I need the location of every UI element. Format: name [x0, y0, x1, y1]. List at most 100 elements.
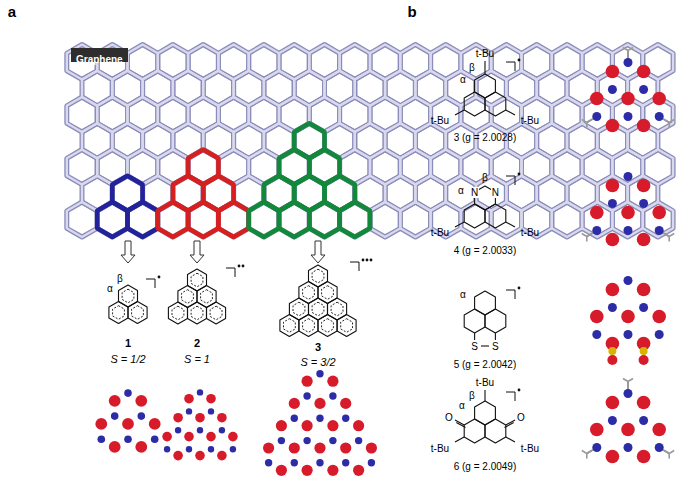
chem-bond [474, 333, 475, 340]
chem-bond [505, 423, 514, 428]
substituent-stick [582, 234, 587, 237]
sulfur-atom [608, 347, 616, 355]
orbital-lobe [175, 427, 181, 433]
orbital-lobe [624, 330, 633, 339]
orbital-lobe [329, 392, 336, 399]
orbital-lobe [184, 394, 194, 404]
orbital-lobe [639, 416, 648, 425]
chem-label: α [107, 283, 113, 294]
radical-bracket [506, 62, 515, 71]
chem-label: α [460, 74, 466, 85]
lattice-bond [309, 202, 339, 237]
orbital-lobe [302, 376, 313, 387]
chem-label: S = 1/2 [110, 353, 145, 365]
lattice-bond [431, 202, 461, 237]
orbital-lobe [151, 436, 159, 444]
substituent-stick [587, 451, 592, 454]
substituent-stick [664, 451, 669, 454]
orbital-lobe [206, 394, 216, 404]
orbital-lobe [590, 423, 604, 437]
chem-label: O [444, 412, 454, 423]
highlighted-fragment [218, 202, 248, 237]
orbital-lobe [276, 420, 287, 431]
delocalized-bond [312, 302, 324, 316]
orbital-lobe [607, 355, 617, 365]
orbital-lobe [228, 432, 238, 442]
lattice-bond-outline [128, 202, 158, 237]
orbital-lobe [608, 199, 617, 208]
chem-bond [481, 345, 489, 346]
lattice-bond-outline [309, 202, 339, 237]
chem-label: t-Bu [521, 227, 539, 238]
molecule-skeleton [464, 401, 506, 443]
delocalized-bond [113, 306, 125, 320]
orbital-lobe [624, 276, 633, 285]
orbital-lobe [637, 179, 651, 193]
orbital-lobe [637, 119, 651, 133]
orbital-plot [95, 389, 160, 452]
chem-bond [495, 333, 496, 340]
molecule-skeleton [168, 269, 225, 324]
orbital-lobe [276, 465, 287, 476]
highlighted-fragment [97, 202, 127, 237]
orbital-plot [582, 48, 674, 133]
lattice-bond [461, 202, 491, 237]
orbital-lobe [590, 92, 604, 106]
substituent-stick [664, 120, 669, 123]
orbital-lobe [265, 459, 272, 466]
lattice-bond [67, 202, 97, 237]
lattice-bond-outline [97, 202, 127, 237]
delocalized-bond [201, 290, 213, 304]
orbital-lobe [652, 310, 666, 324]
radical-dot [518, 59, 521, 62]
highlighted-fragment [249, 202, 279, 237]
delocalized-bond [284, 319, 296, 333]
orbital-lobe [624, 112, 633, 121]
lattice-bond [97, 202, 127, 237]
orbital-lobe [186, 408, 192, 414]
orbital-lobe [639, 355, 649, 365]
delocalized-bond [191, 273, 203, 287]
orbital-lobe [608, 416, 617, 425]
orbital-lobe [590, 206, 604, 220]
orbital-lobe [592, 330, 601, 339]
delocalized-bond [341, 319, 353, 333]
orbital-lobe [655, 330, 664, 339]
highlighted-fragment [158, 202, 188, 237]
orbital-lobe [95, 418, 107, 430]
radical-dot [242, 265, 245, 268]
orbital-lobe [637, 283, 651, 297]
delocalized-bond [322, 319, 334, 333]
orbital-lobe [195, 413, 205, 423]
orbital-lobe [637, 396, 651, 410]
chem-label: α [458, 185, 464, 196]
lattice-bond-outline [249, 202, 279, 237]
down-arrow [311, 241, 325, 263]
orbital-lobe [217, 413, 227, 423]
orbital-lobe [592, 112, 601, 121]
delocalized-bond [122, 289, 134, 303]
chem-label: t-Bu [476, 377, 494, 388]
highlighted-fragment [128, 202, 158, 237]
orbital-plot [582, 172, 674, 246]
orbital-lobe [135, 395, 147, 407]
chem-label: 3 (g = 2.0028) [454, 132, 517, 143]
substituent-stick [586, 237, 588, 242]
ring-bond [207, 302, 226, 324]
lattice-bond [400, 202, 430, 237]
substituent-stick [582, 120, 587, 123]
radical-dot [366, 259, 369, 262]
orbital-plot [590, 276, 666, 365]
chem-bond [456, 423, 465, 428]
delocalized-bond [132, 306, 144, 320]
orbital-lobe [138, 412, 146, 420]
radical-dot [238, 265, 241, 268]
orbital-lobe [592, 443, 601, 452]
lattice-bond [249, 202, 279, 237]
substituent-stick [586, 454, 588, 459]
orbital-lobe [639, 199, 648, 208]
substituent-stick [669, 451, 674, 454]
lattice-bond [279, 202, 309, 237]
orbital-lobe [606, 65, 620, 79]
lattice-bond-outline [431, 202, 461, 237]
